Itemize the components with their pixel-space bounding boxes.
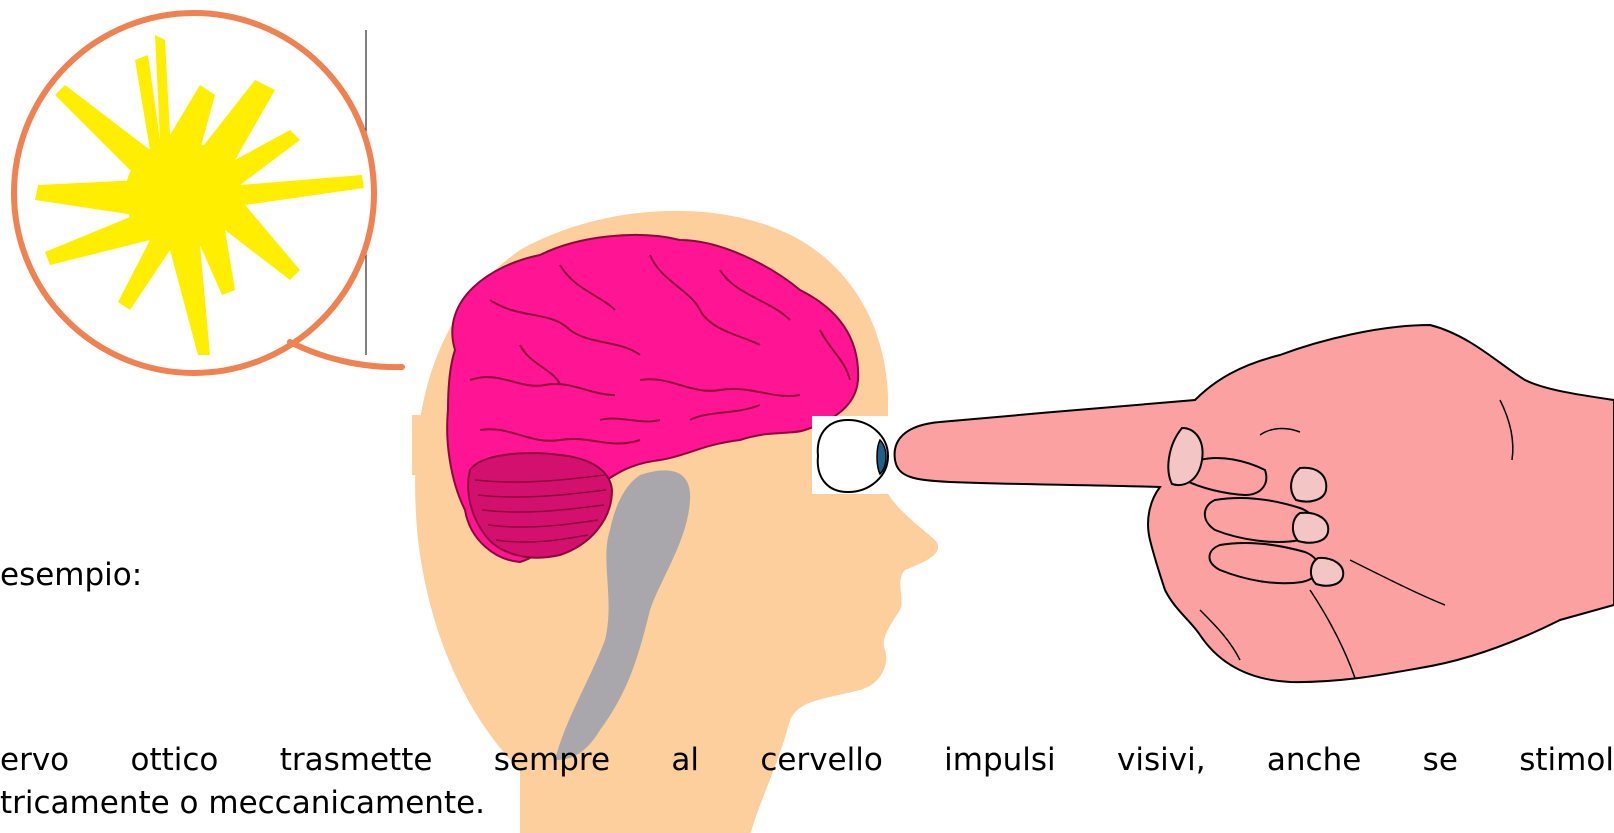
word: ervo: [0, 745, 69, 776]
word: ottico: [130, 745, 218, 776]
word: impulsi: [944, 745, 1056, 776]
word: stimol: [1519, 745, 1614, 776]
word: cervello: [760, 745, 882, 776]
word: trasmette: [280, 745, 433, 776]
body-text-line-1: ervo ottico trasmette sempre al cervello…: [0, 745, 1614, 776]
word: visivi,: [1117, 745, 1206, 776]
word: al: [671, 745, 699, 776]
pointing-hand-icon: [895, 325, 1614, 682]
word: sempre: [494, 745, 610, 776]
word: anche: [1267, 745, 1361, 776]
word: se: [1423, 745, 1458, 776]
body-text-line-2: tricamente o meccanicamente.: [0, 788, 485, 819]
example-label: esempio:: [0, 560, 142, 591]
callout-bubble: [14, 13, 402, 373]
eyeball-icon: [812, 416, 892, 494]
